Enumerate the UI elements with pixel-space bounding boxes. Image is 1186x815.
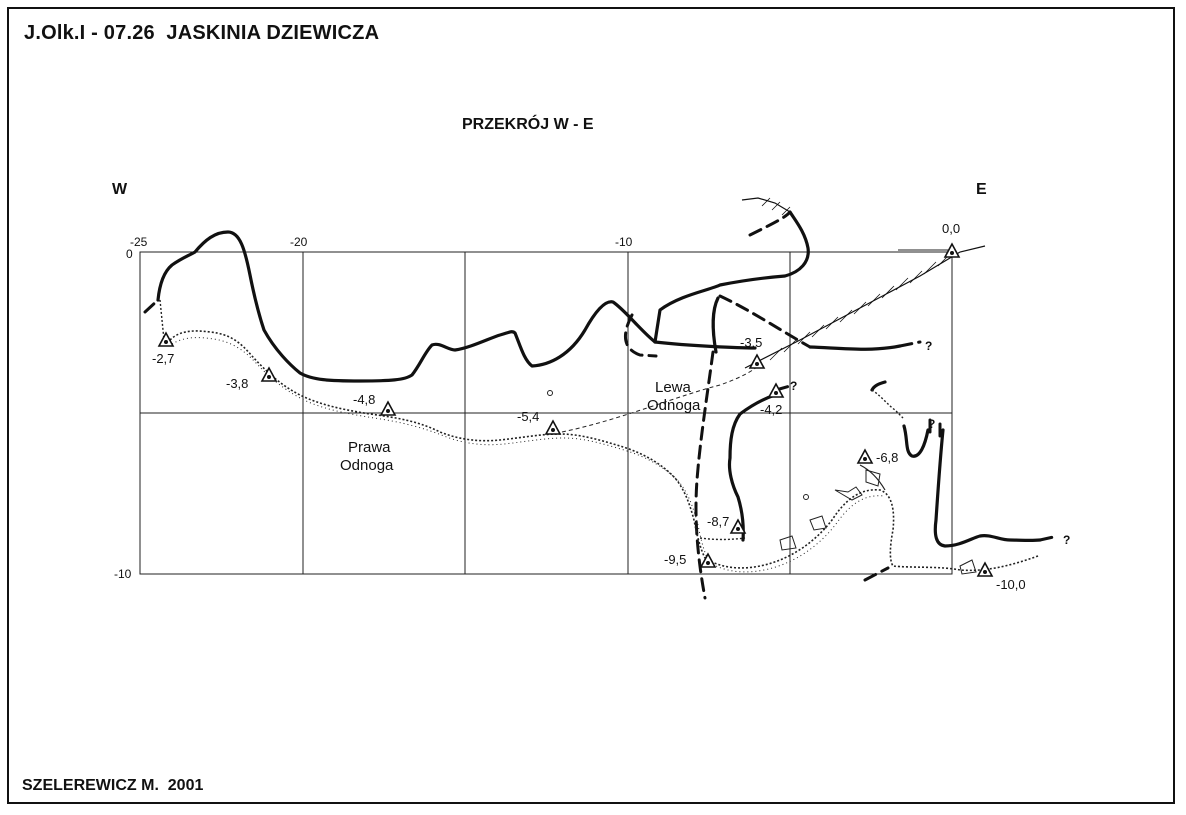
direction-west-label: W [112, 181, 128, 198]
cave-floor-rubble [159, 299, 1039, 575]
depth-label: 0,0 [942, 221, 960, 236]
section-title: PRZEKRÓJ W - E [462, 116, 594, 133]
branch-labels: Prawa Odnoga Lewa Odnoga [340, 379, 701, 474]
y-tick-label: 0 [126, 247, 133, 261]
direction-east-label: E [976, 181, 987, 198]
station-marker [943, 242, 961, 258]
depth-label: -8,7 [707, 514, 729, 529]
station-marker [767, 382, 785, 398]
branch-label-lewa: Lewa [655, 379, 692, 396]
station-marker [544, 419, 562, 435]
station-marker [379, 400, 397, 416]
branch-label-odnoga-left: Odnoga [340, 457, 394, 474]
station-marker [699, 552, 717, 568]
depth-label: -3,8 [226, 376, 248, 391]
x-tick-label: -25 [130, 235, 148, 249]
station-marker [729, 518, 747, 534]
y-tick-label: -10 [114, 567, 132, 581]
x-tick-label: -10 [615, 235, 633, 249]
depth-label: -10,0 [996, 577, 1026, 592]
uncertain-walls [143, 210, 1060, 600]
depth-label: -6,8 [876, 450, 898, 465]
station-marker [856, 448, 874, 464]
depth-labels: 0,0 -2,7 -3,8 -4,8 -5,4 -3,5 -4,2 -6,8 -… [152, 221, 1026, 592]
x-tick-label: -20 [290, 235, 308, 249]
uncertain-marks: ? ? ? ? [790, 339, 1070, 547]
cave-walls [156, 210, 1042, 548]
depth-label: -4,2 [760, 402, 782, 417]
depth-label: -4,8 [353, 392, 375, 407]
axis-labels: -25 -20 -10 0 -10 [114, 235, 633, 581]
uncertain-mark: ? [1063, 533, 1070, 547]
branch-label-prawa: Prawa [348, 439, 391, 456]
sheet-border [7, 7, 1175, 804]
station-marker [260, 366, 278, 382]
survey-stations [157, 242, 994, 577]
depth-label: -5,4 [517, 409, 539, 424]
depth-label: -3,5 [740, 335, 762, 350]
sheet-title: J.Olk.I - 07.26 JASKINIA DZIEWICZA [24, 22, 380, 44]
uncertain-mark: ? [928, 417, 935, 431]
depth-label: -2,7 [152, 351, 174, 366]
station-marker [157, 331, 175, 347]
author-credit: SZELEREWICZ M. 2001 [22, 777, 204, 794]
branch-connector [561, 363, 761, 433]
uncertain-mark: ? [925, 339, 932, 353]
station-marker [748, 353, 766, 369]
grid [139, 249, 953, 575]
branch-label-odnoga-right: Odnoga [647, 397, 701, 414]
uncertain-mark: ? [790, 379, 797, 393]
depth-label: -9,5 [664, 552, 686, 567]
station-marker [976, 561, 994, 577]
